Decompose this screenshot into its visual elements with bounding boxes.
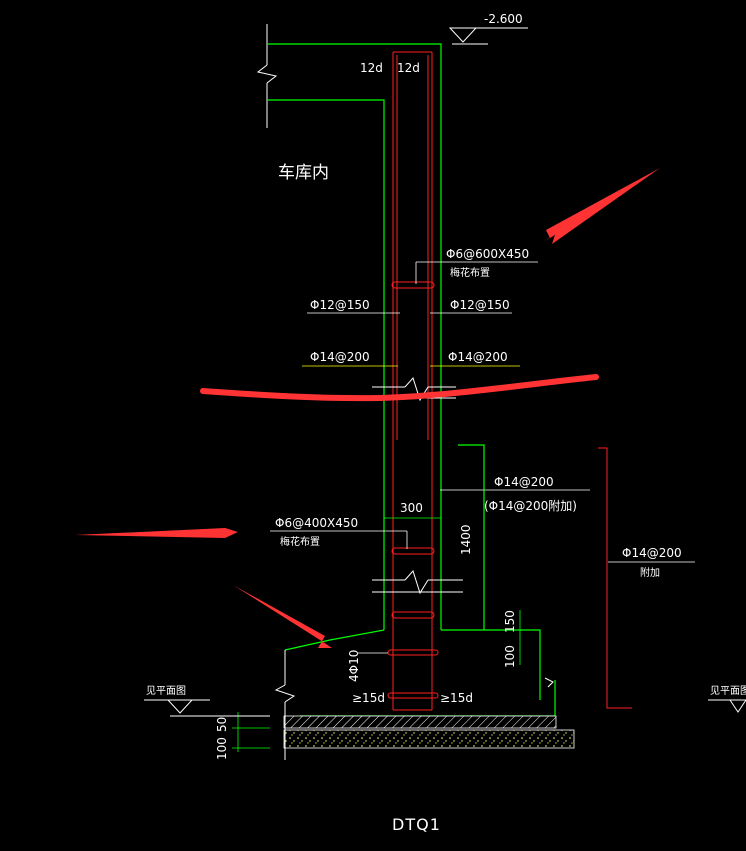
right-edge-marker xyxy=(544,677,554,688)
vert-bar-right: Φ14@200 xyxy=(448,350,508,364)
gravel-cushion xyxy=(283,729,575,749)
tie-bars xyxy=(387,281,439,699)
tie-lower-note: 梅花布置 xyxy=(280,535,320,548)
room-label: 车库内 xyxy=(278,163,329,183)
add-bar-alt: (Φ14@200附加) xyxy=(484,499,577,513)
wall-break-lower xyxy=(372,570,463,595)
footing-break-left xyxy=(274,650,296,760)
dev-length-right: 12d xyxy=(397,61,420,75)
top-elevation-label: -2.600 xyxy=(484,12,523,26)
ground-mark-right xyxy=(708,699,746,713)
vertical-rebars xyxy=(392,51,632,711)
left-break-line xyxy=(256,24,278,128)
tie-lower-spec: Φ6@400X450 xyxy=(275,516,358,530)
add-height-dim: 1400 xyxy=(459,524,473,555)
ref-plan-left: 见平面图 xyxy=(146,685,186,697)
add-bar-right: Φ14@200 xyxy=(622,546,682,560)
dim-100b: 100 xyxy=(215,737,229,760)
leader-lines xyxy=(270,261,695,654)
foundation-hatch xyxy=(283,715,557,729)
vert-bar-left: Φ14@200 xyxy=(310,350,370,364)
ref-plan-right: 见平面图 xyxy=(710,685,746,697)
horiz-bar-right: Φ12@150 xyxy=(450,298,510,312)
anchor-right: ≥15d xyxy=(440,691,473,705)
add-bar-main: Φ14@200 xyxy=(494,475,554,489)
horiz-bar-left: Φ12@150 xyxy=(310,298,370,312)
tie-upper-note: 梅花布置 xyxy=(450,266,490,279)
dimension-lines xyxy=(232,445,521,752)
drawing-title: DTQ1 xyxy=(392,815,441,834)
ground-mark-left xyxy=(144,699,270,717)
wall-thickness: 300 xyxy=(400,501,423,515)
dim-100: 100 xyxy=(503,645,517,668)
dim-50: 50 xyxy=(215,717,229,732)
dev-length-left: 12d xyxy=(360,61,383,75)
tie-upper-spec: Φ6@600X450 xyxy=(446,247,529,261)
footing-bar-spec: 4Φ10 xyxy=(347,650,361,682)
dim-150: 150 xyxy=(503,610,517,633)
top-elevation-mark xyxy=(448,27,528,45)
markup-arrows xyxy=(75,168,660,648)
anchor-left: ≥15d xyxy=(352,691,385,705)
markup-curve xyxy=(200,374,599,402)
add-bar-right-note: 附加 xyxy=(640,566,660,579)
